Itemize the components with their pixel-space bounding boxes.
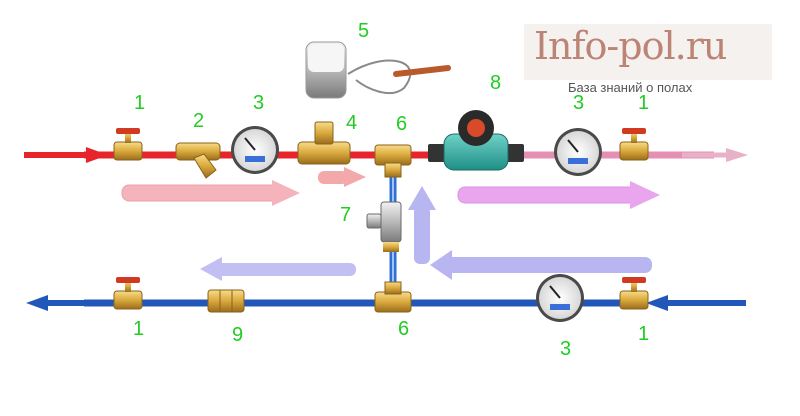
thermometer-supply-right (554, 128, 602, 176)
label-thermostatic-valve: 4 (346, 112, 358, 134)
label-thermometer-return: 3 (560, 338, 572, 360)
flow-arrow-bypass-up (408, 186, 436, 264)
logo-subtitle: База знаний о полах (568, 80, 693, 95)
label-bypass-valve: 7 (340, 204, 352, 226)
label-ball-valve-supply-in: 1 (134, 92, 146, 114)
site-logo: Info-pol.ru (524, 24, 772, 80)
label-ball-valve-return-out: 1 (133, 318, 145, 340)
label-thermostatic-head: 5 (358, 20, 370, 42)
tee-bottom (374, 281, 412, 313)
flow-arrow-return-right (430, 250, 652, 280)
label-thermometer-supply-left: 3 (253, 92, 265, 114)
thermostatic-valve (297, 121, 351, 165)
strainer (175, 142, 221, 179)
label-ball-valve-supply-out: 1 (638, 92, 650, 114)
check-valve (207, 289, 245, 313)
ball-valve-return-in (619, 277, 649, 310)
thermometer-return (536, 274, 584, 322)
label-thermometer-supply-right: 3 (573, 92, 585, 114)
return-outlet-arrow (26, 295, 112, 311)
flow-arrow-mixed (457, 181, 660, 209)
label-ball-valve-return-in: 1 (638, 323, 650, 345)
bypass-balancing-valve (366, 201, 402, 252)
label-check-valve: 9 (232, 324, 244, 346)
logo-title: Info-pol.ru (534, 24, 727, 68)
label-tee-bottom: 6 (398, 318, 410, 340)
flow-arrow-return-left (200, 257, 356, 281)
thermostatic-head (305, 41, 451, 99)
ball-valve-supply-in (113, 128, 143, 161)
supply-outlet-arrow (682, 148, 748, 162)
label-pump: 8 (490, 72, 502, 94)
supply-inlet-arrow (24, 147, 108, 163)
label-strainer: 2 (193, 110, 205, 132)
thermometer-supply-left (231, 126, 279, 174)
flow-arrow-hot (121, 180, 300, 206)
tee-top (374, 144, 412, 178)
circulation-pump (428, 110, 524, 171)
ball-valve-return-out (113, 277, 143, 310)
ball-valve-supply-out (619, 128, 649, 161)
flow-arrow-mixing (318, 167, 366, 187)
return-inlet-arrow (646, 295, 746, 311)
label-tee-top: 6 (396, 113, 408, 135)
